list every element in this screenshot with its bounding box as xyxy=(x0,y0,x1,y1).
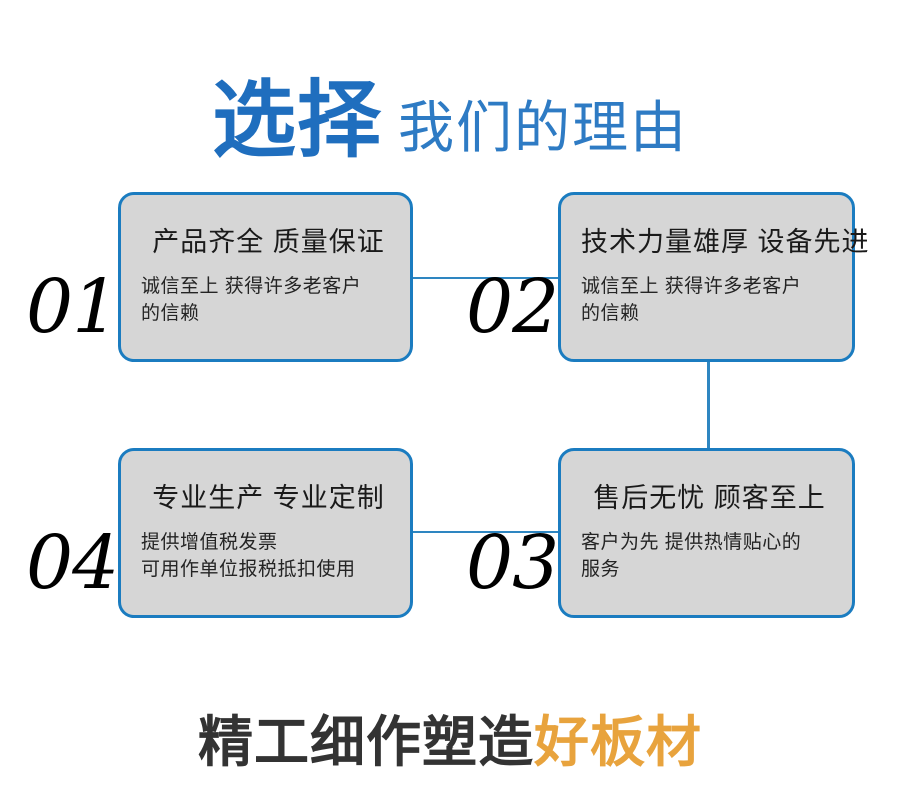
reason-card-03-title: 售后无忧 顾客至上 xyxy=(593,483,826,514)
reason-card-01-body-line-2: 的信赖 xyxy=(141,303,200,325)
reason-card-02[interactable]: 技术力量雄厚 设备先进 诚信至上 获得许多老客户 的信赖 xyxy=(558,192,870,362)
reason-card-02-content: 技术力量雄厚 设备先进 诚信至上 获得许多老客户 的信赖 xyxy=(561,195,870,359)
reason-card-04-body: 提供增值税发票 可用作单位报税抵扣使用 xyxy=(141,529,396,584)
reason-number-03: 03 xyxy=(466,520,559,606)
reason-card-02-body-line-2: 的信赖 xyxy=(581,303,640,325)
footer-slogan-accent: 好板材 xyxy=(534,710,703,773)
reason-card-02-title: 技术力量雄厚 设备先进 xyxy=(581,227,870,258)
reason-card-04-title: 专业生产 专业定制 xyxy=(152,483,385,514)
page-title-emphasis: 选择 xyxy=(211,73,382,167)
connector-01-to-02 xyxy=(410,277,560,279)
footer-slogan-text: 精工细作塑造 xyxy=(197,710,534,773)
reason-card-01-body: 诚信至上 获得许多老客户 的信赖 xyxy=(141,273,396,328)
reason-card-01-title: 产品齐全 质量保证 xyxy=(152,227,385,258)
reason-card-02-body-line-1: 诚信至上 获得许多老客户 xyxy=(581,275,802,297)
reason-card-04[interactable]: 专业生产 专业定制 提供增值税发票 可用作单位报税抵扣使用 xyxy=(118,448,413,618)
reason-card-04-body-line-2: 可用作单位报税抵扣使用 xyxy=(141,559,356,581)
reason-card-03-body: 客户为先 提供热情贴心的 服务 xyxy=(581,529,838,584)
page-title: 选择 我们的理由 xyxy=(0,48,900,162)
reason-number-01: 01 xyxy=(26,264,119,350)
footer-slogan: 精工细作塑造 好板材 xyxy=(0,702,900,782)
connector-04-to-03 xyxy=(410,531,560,533)
reason-card-04-body-line-1: 提供增值税发票 xyxy=(141,531,278,553)
reason-card-01-content: 产品齐全 质量保证 诚信至上 获得许多老客户 的信赖 xyxy=(121,195,410,359)
reason-number-02: 02 xyxy=(466,264,559,350)
page-title-rest: 我们的理由 xyxy=(398,96,688,159)
reason-card-03-body-line-2: 服务 xyxy=(581,559,621,581)
reason-card-02-body: 诚信至上 获得许多老客户 的信赖 xyxy=(581,273,838,328)
reason-card-03-content: 售后无忧 顾客至上 客户为先 提供热情贴心的 服务 xyxy=(561,451,852,615)
reason-card-04-content: 专业生产 专业定制 提供增值税发票 可用作单位报税抵扣使用 xyxy=(121,451,410,615)
reason-card-03-body-line-1: 客户为先 提供热情贴心的 xyxy=(581,531,802,553)
reason-card-01[interactable]: 产品齐全 质量保证 诚信至上 获得许多老客户 的信赖 xyxy=(118,192,413,362)
reason-number-04: 04 xyxy=(26,520,119,606)
reason-card-03[interactable]: 售后无忧 顾客至上 客户为先 提供热情贴心的 服务 xyxy=(558,448,855,618)
reason-card-01-body-line-1: 诚信至上 获得许多老客户 xyxy=(141,275,362,297)
connector-02-to-03 xyxy=(707,360,710,450)
